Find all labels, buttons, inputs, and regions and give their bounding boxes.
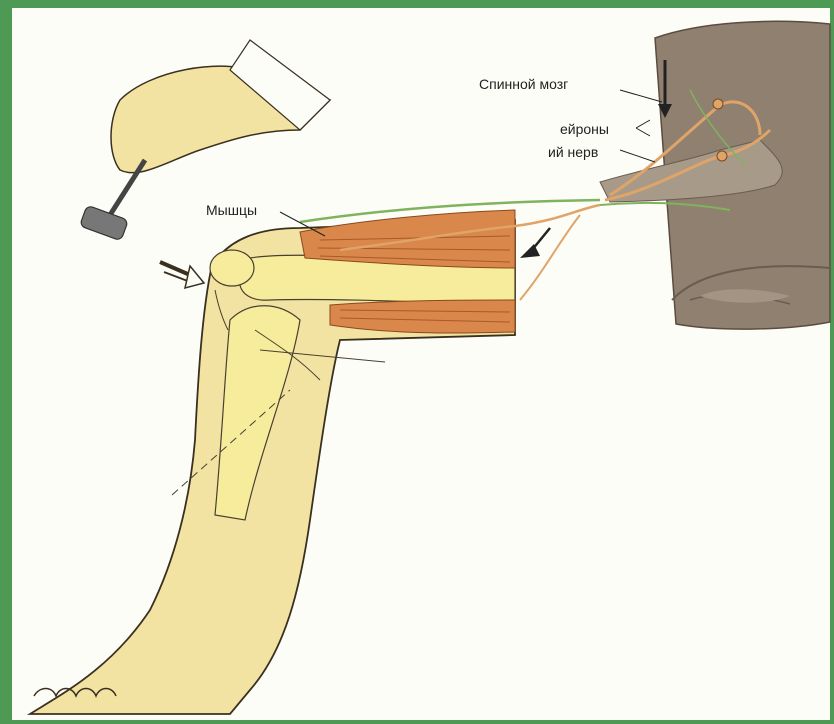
label-neurons: ейроны <box>560 121 609 137</box>
strike-arrow <box>160 262 204 288</box>
label-spinal-cord: Спинной мозг <box>479 76 568 92</box>
hand-with-hammer <box>80 40 330 241</box>
leg <box>30 220 515 714</box>
label-nerve: ий нерв <box>548 144 598 160</box>
label-muscles: Мышцы <box>206 202 257 218</box>
